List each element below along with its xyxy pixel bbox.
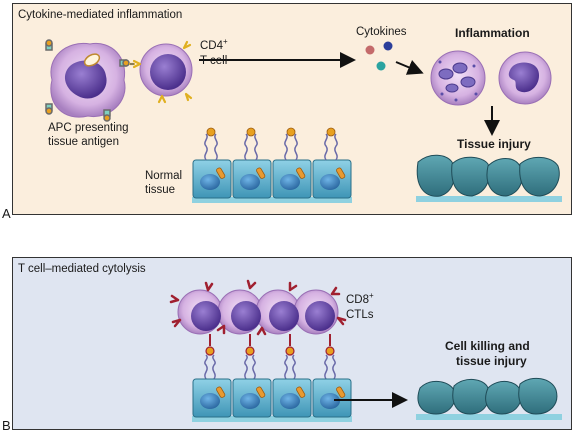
apc-label-line2: tissue antigen	[48, 136, 119, 148]
arrow-to-inflammation	[395, 60, 424, 75]
tcell-label: T cell	[200, 55, 228, 67]
damaged-tissue-a	[416, 154, 562, 202]
apc-label-line1: APC presenting	[48, 122, 129, 134]
normal-tissue-line1: Normal	[145, 170, 183, 182]
ctl-cells	[169, 279, 347, 336]
cytokine-molecules	[365, 41, 393, 71]
damaged-tissue-b	[416, 377, 562, 420]
panel-b-letter: B	[2, 418, 11, 433]
cd4-t-cell	[128, 40, 193, 104]
cd8-text: CD8	[346, 294, 370, 306]
inflammation-label: Inflammation	[455, 26, 530, 40]
apc-cell	[45, 39, 130, 122]
killing-label-line1: Cell killing and	[445, 339, 530, 353]
ctl-tissue-contacts	[204, 334, 336, 380]
killing-label-line2: tissue injury	[456, 354, 527, 368]
cd4-label: CD4+	[200, 37, 228, 53]
cytokines-label: Cytokines	[356, 26, 407, 38]
panel-a-letter: A	[2, 206, 11, 221]
cd8-label: CD8+	[346, 291, 374, 307]
neutrophil-cell	[430, 50, 486, 106]
panel-a-title: Cytokine-mediated inflammation	[18, 9, 183, 21]
cd4-text: CD4	[200, 40, 224, 52]
cd8-superscript: +	[369, 291, 374, 301]
cd4-superscript: +	[223, 37, 228, 47]
tissue-injury-label: Tissue injury	[457, 137, 531, 151]
normal-tissue-line2: tissue	[145, 184, 176, 196]
ctls-label: CTLs	[346, 309, 374, 321]
macrophage-cell	[498, 51, 552, 105]
target-tissue-b	[192, 378, 352, 422]
normal-tissue-a	[192, 127, 352, 203]
panel-b-title: T cell–mediated cytolysis	[18, 263, 146, 275]
